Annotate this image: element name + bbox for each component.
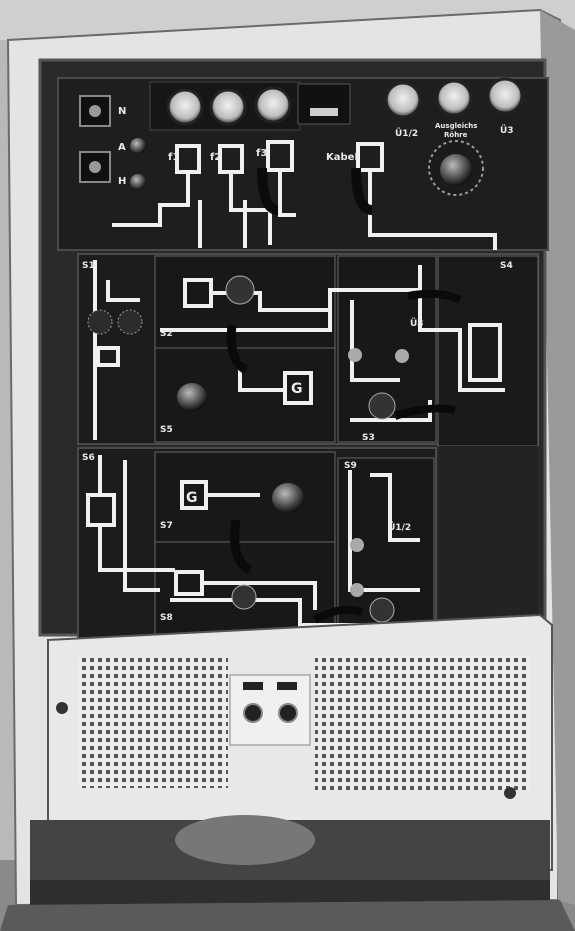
label-s9: S9 [344,461,357,471]
meter-row-right [384,77,524,119]
perforated-grille-right [315,655,530,790]
perforated-grille-left [78,658,228,788]
label-f3: f3 [256,148,267,159]
label-u12-low: Ü1/2 [388,522,411,533]
label-h: H [118,176,126,187]
label-u3-mid: Ü3 [410,318,424,329]
label-roehre: Röhre [444,131,468,139]
label-f2: f2 [210,152,221,163]
label-u12-top: Ü1/2 [395,128,418,139]
power-knob-left [243,703,263,723]
label-s1: S1 [82,261,95,271]
label-s3: S3 [362,433,375,443]
label-kabel: Kabel [326,152,358,163]
label-a: A [118,142,126,153]
label-f1: f1 [168,152,179,163]
top-wiring-diagram [112,140,497,250]
label-n: N [118,106,126,117]
label-s2: S2 [160,329,173,339]
label-g-mid: G [291,381,303,397]
label-g-low: G [186,490,198,506]
label-s4: S4 [500,261,513,271]
lower-tube-knob [272,483,304,513]
label-s7: S7 [160,521,173,531]
meter-row-left [149,81,301,131]
label-s5: S5 [160,425,173,435]
power-knob-right [278,703,298,723]
label-u3-top: Ü3 [500,125,514,136]
label-s6: S6 [82,453,95,463]
label-s8: S8 [160,613,173,623]
label-ausgleich: Ausgleichs [435,122,477,130]
